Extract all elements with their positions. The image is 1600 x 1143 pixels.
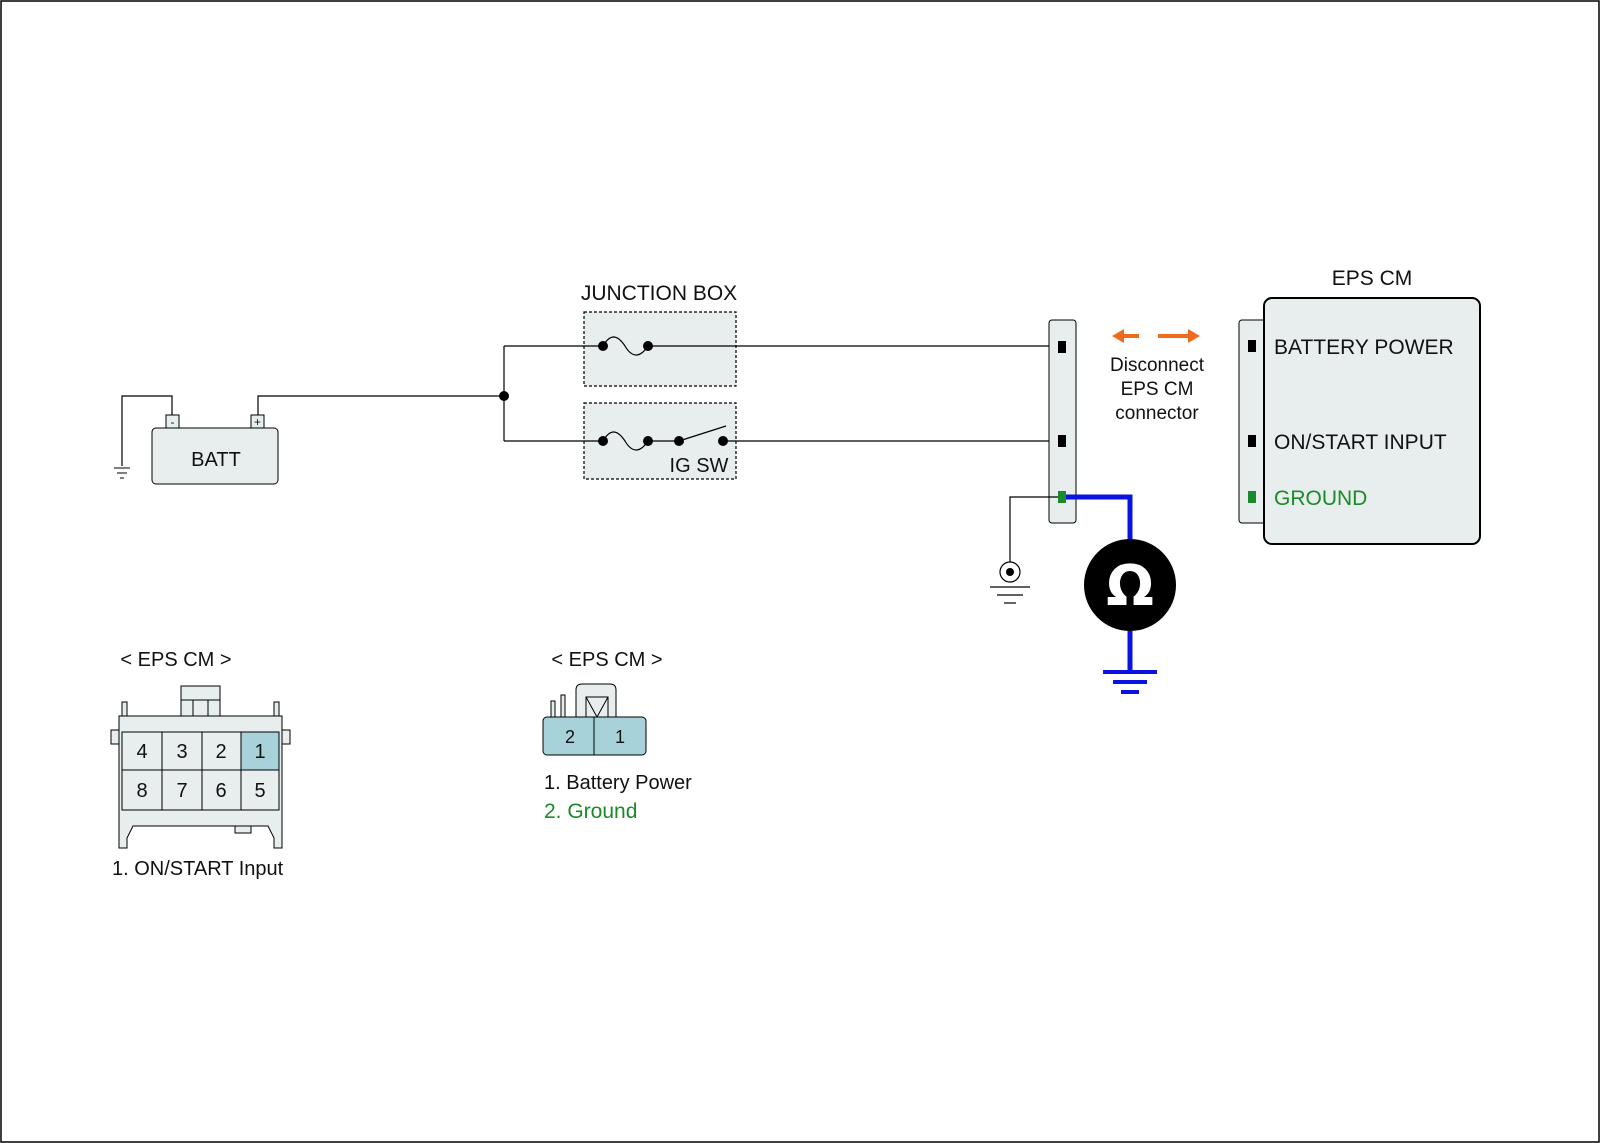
connector-8pin-caption: 1. ON/START Input [112, 858, 284, 880]
harness-connector [1048, 319, 1077, 524]
eps-cm-pin-battery [1248, 340, 1256, 352]
ground-icon [990, 561, 1030, 604]
arrow-icon [1112, 329, 1200, 343]
pin-label: 7 [176, 780, 187, 802]
connector-2pin: 2 1 [542, 683, 647, 756]
connector-2pin-caption-2: 2. Ground [544, 800, 637, 823]
ground-wire [1009, 496, 1058, 565]
pin-label: 1 [254, 741, 265, 763]
ohmmeter-icon: Ω [1084, 539, 1176, 631]
connector-2pin-title: < EPS CM > [551, 649, 662, 671]
eps-cm-module [1263, 297, 1481, 545]
connector-8pin-title: < EPS CM > [120, 649, 231, 671]
harness-pin-ground [1058, 491, 1066, 503]
pin-label: 1 [615, 727, 625, 747]
eps-cm-title: EPS CM [1332, 267, 1413, 290]
pin-label: 2 [215, 741, 226, 763]
ground-icon [114, 467, 130, 479]
ground-icon [1103, 670, 1157, 694]
battery-feed-wire [257, 395, 504, 415]
connector-8pin: 4 3 2 1 8 7 6 5 [110, 685, 291, 849]
junction-box-top [583, 311, 737, 387]
pin-label: 5 [254, 780, 265, 802]
pin-label: 2 [565, 727, 575, 747]
battery-label: BATT [191, 449, 241, 471]
harness-pin-battery [1058, 341, 1066, 353]
note-line-1: Disconnect [1110, 355, 1205, 376]
eps-cm-battery-power-label: BATTERY POWER [1274, 336, 1454, 359]
harness-pin-on-start [1058, 435, 1066, 447]
eps-cm-pin-ground [1248, 491, 1256, 503]
battery-pos-label: + [254, 415, 261, 429]
note-line-2: EPS CM [1121, 379, 1194, 400]
meter-lead-positive [1066, 494, 1133, 540]
pin-label: 6 [215, 780, 226, 802]
pin-label: 8 [136, 780, 147, 802]
ig-switch-label: IG SW [670, 455, 729, 477]
ohmmeter-symbol: Ω [1106, 554, 1154, 619]
pin-label: 3 [176, 741, 187, 763]
battery-neg-label: - [171, 415, 175, 429]
eps-cm-ground-label: GROUND [1274, 487, 1367, 510]
junction-box-title: JUNCTION BOX [581, 282, 737, 305]
eps-cm-on-start-label: ON/START INPUT [1274, 431, 1447, 454]
note-line-3: connector [1115, 403, 1199, 424]
eps-cm-pin-on-start [1248, 435, 1256, 447]
connector-2pin-caption-1: 1. Battery Power [544, 772, 692, 794]
pin-label: 4 [136, 741, 147, 763]
